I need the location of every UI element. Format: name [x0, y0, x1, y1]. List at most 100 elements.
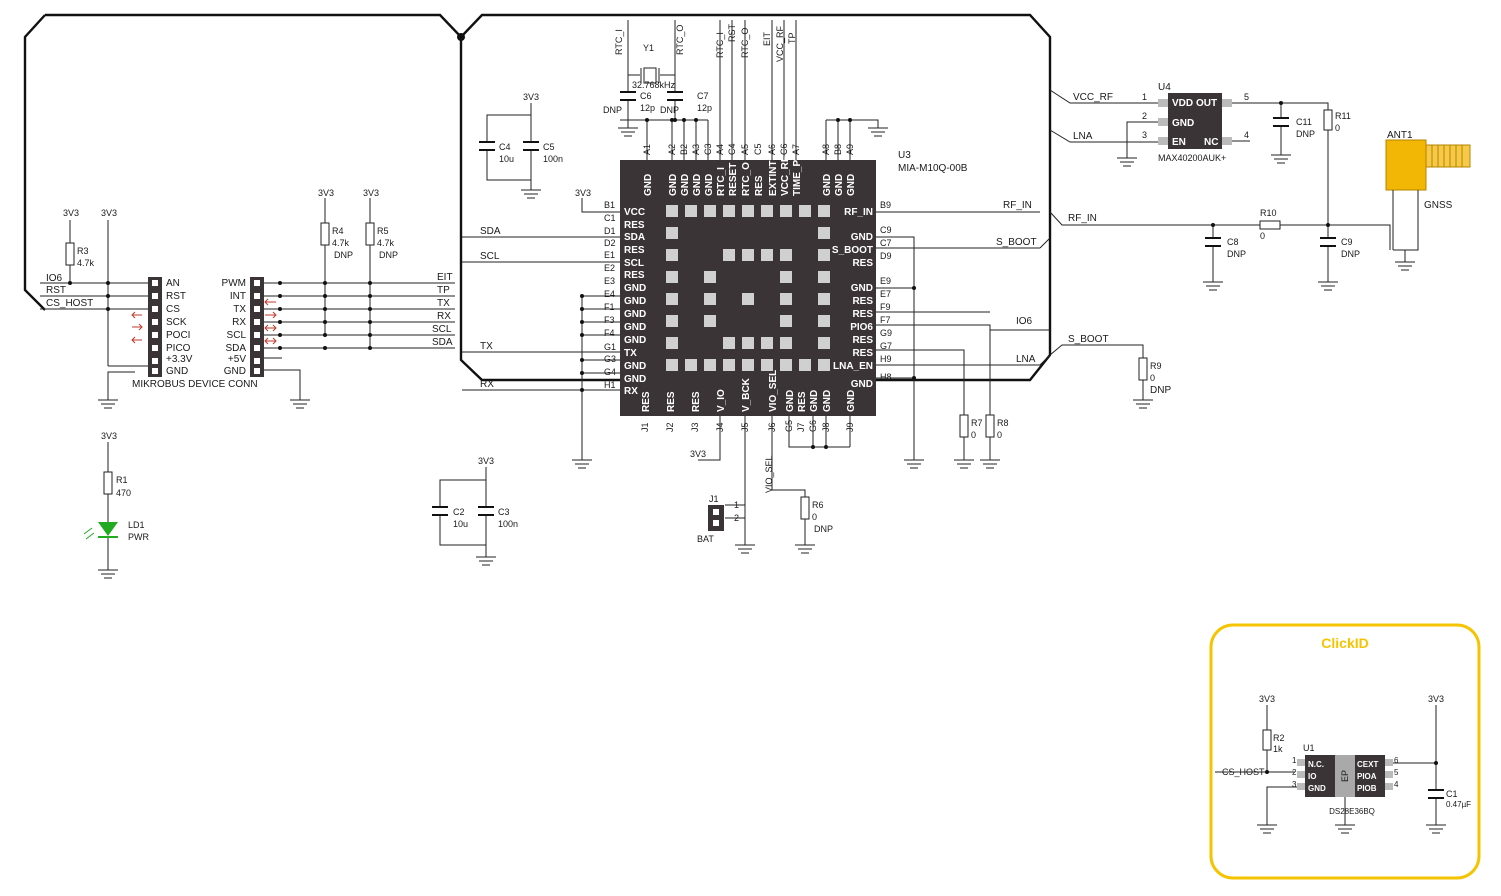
u1-pin-piob: PIOB	[1357, 784, 1377, 793]
top-pin-label: RESET	[728, 163, 739, 196]
bottom-pin-label: V_IO	[716, 389, 727, 412]
right-pin-label: RES	[852, 348, 873, 359]
right-pin-label: LNA_EN	[833, 361, 873, 372]
module-pad	[818, 337, 830, 349]
top-net-4: EIT	[762, 31, 772, 46]
top-ball-c5: C5	[753, 143, 763, 155]
top-ball-a2: A2	[667, 144, 677, 155]
mikrobus-left-pin-7: +3.3V	[166, 354, 193, 365]
right-pin-label: RES	[852, 309, 873, 320]
module-pad	[704, 293, 716, 305]
bottom-pin-label: GND	[822, 390, 833, 412]
net-lna: LNA	[1073, 131, 1093, 142]
mikrobus-left-pin-4: SCK	[166, 317, 187, 328]
signal-direction-arrows	[131, 298, 277, 345]
u1-ref: U1	[1303, 743, 1315, 753]
top-pin-label: EXTINT	[768, 160, 779, 196]
module-pad	[818, 271, 830, 283]
clickid-rail-3v3-c1: 3V3	[1428, 694, 1444, 704]
right-pin-label: GND	[851, 232, 873, 243]
left-ball-g1: G1	[604, 342, 616, 352]
module-pad	[780, 271, 792, 283]
net-io6-module: IO6	[1016, 316, 1033, 327]
sma-antenna-connector-icon	[1385, 139, 1471, 271]
module-pad	[742, 205, 754, 217]
lna-u4: VCC_RF LNA VDD GND EN OUT NC 1 2 3 5 4 U…	[1049, 82, 1351, 225]
right-ball-e9: E9	[880, 276, 891, 286]
r4-note: DNP	[334, 250, 353, 260]
rail-3v3-r3: 3V3	[63, 208, 79, 218]
ant1-ref: ANT1	[1387, 130, 1413, 141]
net-sboot-r9: S_BOOT	[1068, 334, 1109, 345]
module-pad	[780, 205, 792, 217]
bottom-pin-label: GND	[809, 390, 820, 412]
u1-pin-nc: N.C.	[1308, 760, 1324, 769]
decoupling-caps-top: 3V3 C4 10u C5 100n	[479, 92, 563, 199]
module-pad	[761, 337, 773, 349]
module-pad	[685, 205, 697, 217]
mikrobus-title: MIKROBUS DEVICE CONN	[132, 379, 258, 390]
left-ball-g3: G3	[604, 354, 616, 364]
left-pin-label: RES	[624, 220, 645, 231]
module-bottom-nets: 3V3 VIO_SEL R6 0 DNP J1 BAT 1 2	[690, 416, 851, 554]
top-pin-label: GND	[704, 174, 715, 196]
mikrobus-left-pin-8: GND	[166, 366, 188, 377]
left-ball-e2: E2	[604, 263, 615, 273]
gnss-label: GNSS	[1424, 200, 1453, 211]
r5-note: DNP	[379, 250, 398, 260]
left-ball-f3: F3	[604, 315, 615, 325]
bottom-pin-label: VIO_SEL	[768, 370, 779, 412]
module-right-pins: B9C9C7D9E9E7F9F7G9G7H9H8RF_INGNDS_BOOTRE…	[832, 200, 892, 390]
top-ball-c4: C4	[727, 143, 737, 155]
board-outline	[23, 13, 1052, 382]
right-pin-label: GND	[851, 379, 873, 390]
u1-pin-num-2: 2	[1292, 768, 1297, 777]
right-pin-label: RES	[852, 335, 873, 346]
left-pin-label: GND	[624, 322, 646, 333]
c7-value: 12p	[697, 103, 712, 113]
right-ball-h8: H8	[880, 372, 892, 382]
left-pin-label: RX	[624, 386, 638, 397]
u4-pin-out: OUT	[1196, 98, 1217, 109]
mikrobus-left-pin-5: POCI	[166, 330, 190, 341]
top-ball-a9: A9	[845, 144, 855, 155]
net-rx: RX	[437, 311, 451, 322]
right-ball-h9: H9	[880, 354, 892, 364]
c5-value: 100n	[543, 154, 563, 164]
module-pad	[742, 359, 754, 371]
u4-part: MAX40200AUK+	[1158, 153, 1226, 163]
rail-3v3-vio: 3V3	[690, 449, 706, 459]
module-pad	[723, 205, 735, 217]
u1-pin-pioa: PIOA	[1357, 772, 1377, 781]
bottom-ball-j3: J3	[690, 422, 700, 432]
y1-freq: 32.768kHz	[632, 80, 676, 90]
left-pin-label: SDA	[624, 232, 645, 243]
net-rx-module: RX	[480, 379, 494, 390]
r11-ref: R11	[1335, 111, 1351, 121]
module-pad	[818, 227, 830, 239]
left-pin-label: GND	[624, 309, 646, 320]
left-pin-label: GND	[624, 335, 646, 346]
bottom-pin-label: RES	[666, 391, 677, 412]
clickid-section: ClickID 3V3 R2 1k CS_HOST EP N.C. IO GND…	[1209, 623, 1481, 880]
bottom-pin-label: GND	[846, 390, 857, 412]
left-ball-f1: F1	[604, 302, 615, 312]
module-pad-grid	[666, 205, 830, 371]
r3-value: 4.7k	[77, 258, 95, 268]
module-pad	[818, 249, 830, 261]
r9-value: 0	[1150, 373, 1155, 383]
left-ball-b1: B1	[604, 200, 615, 210]
mikrobus-right-pin-5: SCL	[227, 330, 247, 341]
clickid-title: ClickID	[1321, 635, 1368, 651]
u4-pin-num-4: 4	[1244, 130, 1249, 140]
u4-pin-nc: NC	[1204, 137, 1218, 148]
right-pin-label: RES	[852, 258, 873, 269]
ld1-label: PWR	[128, 532, 149, 542]
ld1-ref: LD1	[128, 520, 145, 530]
mikrobus-right-pin-2: INT	[230, 291, 246, 302]
module-pad	[704, 205, 716, 217]
led-icon	[98, 522, 118, 536]
top-pin-label: GND	[692, 174, 703, 196]
c3-ref: C3	[498, 507, 510, 517]
